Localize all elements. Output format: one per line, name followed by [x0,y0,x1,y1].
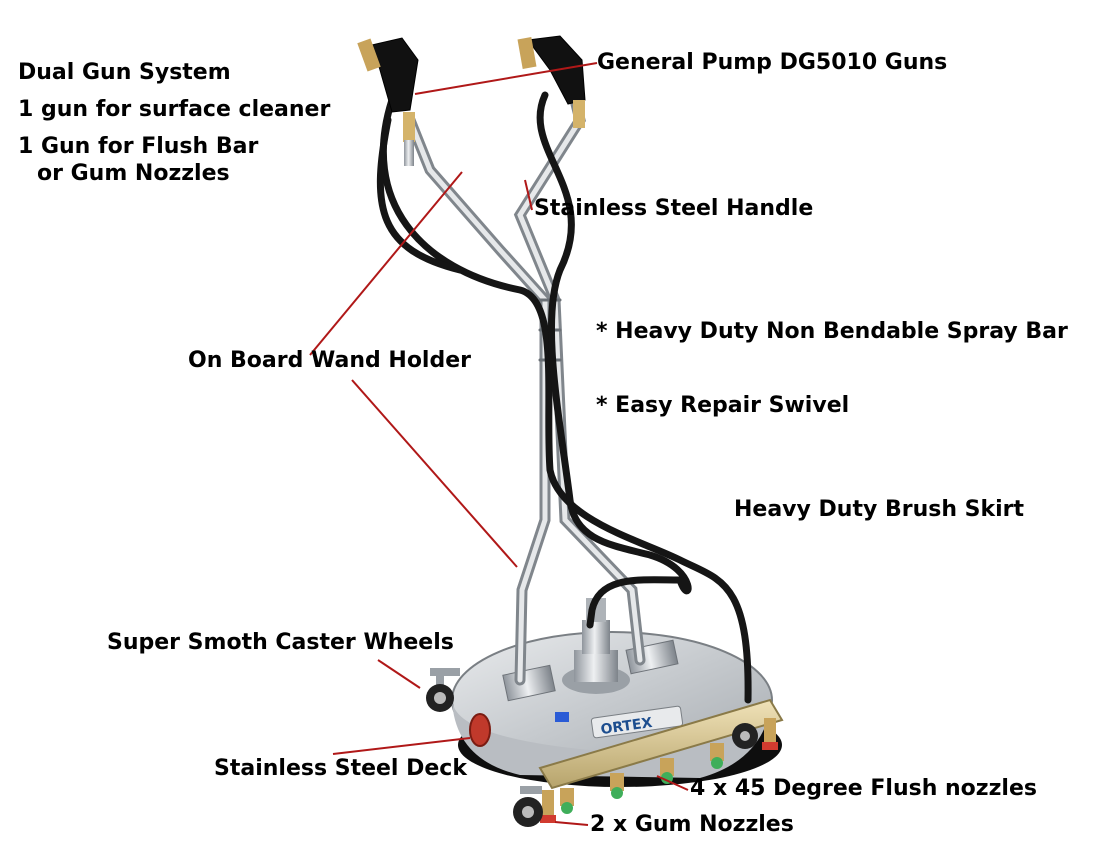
gum-nozzle-icon [540,815,556,823]
callout-deck: Stainless Steel Deck [214,756,467,781]
hoses [376,91,752,704]
callout-brush-skirt: Heavy Duty Brush Skirt [734,497,1025,522]
callout-handle: Stainless Steel Handle [534,196,814,221]
callout-caster-wheels: Super Smoth Caster Wheels [107,630,454,655]
feature-surface-cleaner-gun: 1 gun for surface cleaner [18,97,331,122]
callout-swivel: * Easy Repair Swivel [596,393,850,418]
callout-flush-nozzles: 4 x 45 Degree Flush nozzles [690,776,1037,801]
left-spray-gun [357,37,419,166]
pressure-gauge-icon [469,713,491,747]
feature-gum-nozzles: or Gum Nozzles [37,161,230,186]
feature-flush-bar-gun: 1 Gun for Flush Bar [18,134,259,159]
flush-nozzle-icon [561,802,573,814]
caster-wheel-left [426,668,460,712]
flush-bar [538,698,784,823]
label-sticker-icon [555,712,569,722]
callout-spray-bar: * Heavy Duty Non Bendable Spray Bar [596,319,1068,344]
feature-dual-gun: Dual Gun System [18,60,231,85]
brand-mark: ORTEX [600,715,654,738]
right-spray-gun [517,35,586,128]
callout-gum-nozzles: 2 x Gum Nozzles [590,812,794,837]
callout-guns: General Pump DG5010 Guns [597,50,948,75]
gum-nozzle-icon [762,742,778,750]
callout-wand-holder: On Board Wand Holder [188,348,471,373]
flush-nozzle-icon [711,757,723,769]
caster-wheel-front [513,786,543,827]
caster-wheel-right [732,723,758,749]
leader-lines [309,62,689,826]
flush-nozzle-icon [611,787,623,799]
